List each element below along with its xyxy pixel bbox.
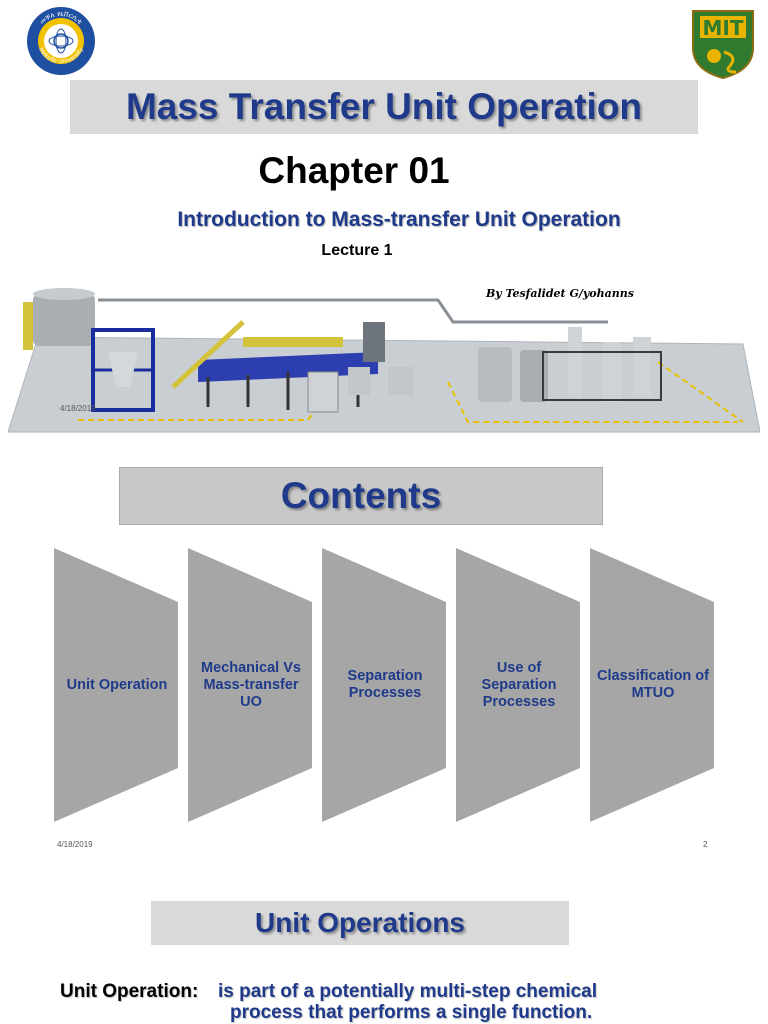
contents-item-label: Classification of MTUO bbox=[597, 668, 709, 701]
image-date: 4/18/2019 bbox=[60, 404, 96, 413]
page-number: 2 bbox=[703, 840, 708, 849]
definition-term: Unit Operation: bbox=[60, 981, 199, 1002]
contents-item-mechanical-vs-mass-transfer: Mechanical Vs Mass-transfer UO bbox=[188, 548, 314, 822]
contents-item-use-of-separation: Use of Separation Processes bbox=[456, 548, 582, 822]
contents-heading: Contents bbox=[280, 475, 442, 516]
contents-item-unit-operation: Unit Operation bbox=[54, 548, 180, 822]
definition-line-2: process that performs a single function. bbox=[230, 1002, 593, 1023]
author-byline: By Tesfalidet G/yohanns bbox=[486, 287, 634, 300]
contents-item-label: Unit Operation bbox=[66, 676, 168, 693]
lecture-label: Lecture 1 bbox=[321, 242, 393, 259]
presentation-title: Mass Transfer Unit Operation bbox=[125, 86, 643, 127]
unit-operations-heading: Unit Operations bbox=[254, 907, 465, 938]
contents-item-classification: Classification of MTUO bbox=[590, 548, 716, 822]
contents-item-label: Separation Processes bbox=[347, 668, 423, 701]
definition-line-1: is part of a potentially multi-step chem… bbox=[218, 981, 598, 1002]
chapter-subtitle: Introduction to Mass-transfer Unit Opera… bbox=[177, 208, 621, 231]
contents-item-label: Use of Separation Processes bbox=[481, 659, 557, 710]
footer-date: 4/18/2019 bbox=[57, 840, 93, 849]
process-plant-illustration bbox=[7, 282, 761, 434]
contents-heading-banner: Contents bbox=[119, 467, 603, 525]
contents-item-separation-processes: Separation Processes bbox=[322, 548, 448, 822]
mekelle-university-logo: መቐለ ዩኒቨርሲቲ Mekelle University bbox=[26, 6, 96, 76]
unit-operations-heading-banner: Unit Operations bbox=[151, 901, 569, 945]
svg-text:MIT: MIT bbox=[703, 16, 744, 40]
contents-item-label: Mechanical Vs Mass-transfer UO bbox=[201, 659, 301, 710]
definition-text: is part of a potentially multi-step chem… bbox=[218, 981, 738, 1023]
chapter-heading: Chapter 01 bbox=[258, 150, 450, 191]
title-banner: Mass Transfer Unit Operation bbox=[70, 80, 698, 134]
mit-logo: MIT bbox=[690, 8, 756, 80]
